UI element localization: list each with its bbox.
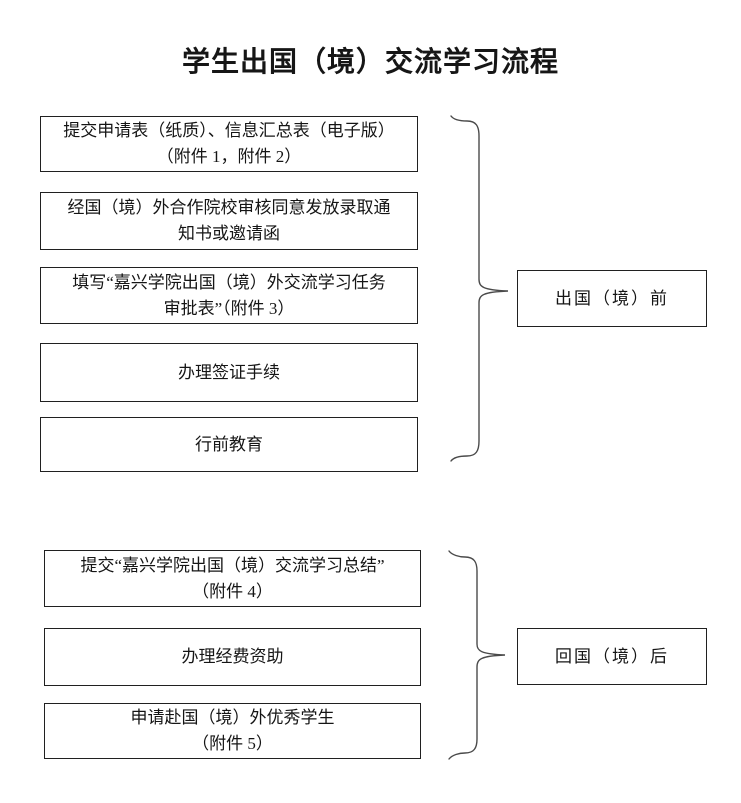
step-line: 审批表”（附件 3） [163, 298, 295, 318]
step-line: 提交“嘉兴学院出国（境）交流学习总结” [80, 555, 385, 575]
step-line: 填写“嘉兴学院出国（境）外交流学习任务 [72, 272, 386, 292]
step-line: 提交申请表（纸质）、信息汇总表（电子版） [63, 121, 395, 140]
step-line: （附件 1，附件 2） [156, 147, 302, 166]
step-line: （附件 5） [192, 734, 273, 753]
step-box-fill-task-approval-form: 填写“嘉兴学院出国（境）外交流学习任务 审批表”（附件 3） [40, 267, 418, 324]
step-box-visa-procedures: 办理签证手续 [40, 343, 418, 402]
step-box-funding-subsidy: 办理经费资助 [44, 628, 421, 686]
step-box-submit-application-forms: 提交申请表（纸质）、信息汇总表（电子版） （附件 1，附件 2） [40, 116, 418, 172]
step-line: 申请赴国（境）外优秀学生 [130, 708, 335, 727]
phase-label-text: 出国（境）前 [555, 288, 669, 308]
phase-label-text: 回国（境）后 [555, 646, 669, 666]
step-box-submit-study-summary: 提交“嘉兴学院出国（境）交流学习总结” （附件 4） [44, 550, 421, 607]
step-box-pre-departure-education: 行前教育 [40, 417, 418, 472]
brace-after-return [448, 550, 506, 760]
phase-label-before-departure: 出国（境）前 [517, 270, 707, 327]
step-line: 办理签证手续 [178, 362, 280, 382]
step-line: 经国（境）外合作院校审核同意发放录取通 [67, 198, 391, 217]
step-line: 知书或邀请函 [178, 224, 280, 243]
step-line: 行前教育 [195, 434, 263, 454]
step-box-apply-outstanding-student: 申请赴国（境）外优秀学生 （附件 5） [44, 703, 421, 759]
phase-label-after-return: 回国（境）后 [517, 628, 707, 685]
brace-before-departure [450, 115, 509, 462]
step-line: （附件 4） [192, 581, 273, 601]
page-title: 学生出国（境）交流学习流程 [181, 47, 559, 78]
step-line: 办理经费资助 [181, 647, 284, 666]
step-box-partner-school-approval: 经国（境）外合作院校审核同意发放录取通 知书或邀请函 [40, 192, 418, 250]
